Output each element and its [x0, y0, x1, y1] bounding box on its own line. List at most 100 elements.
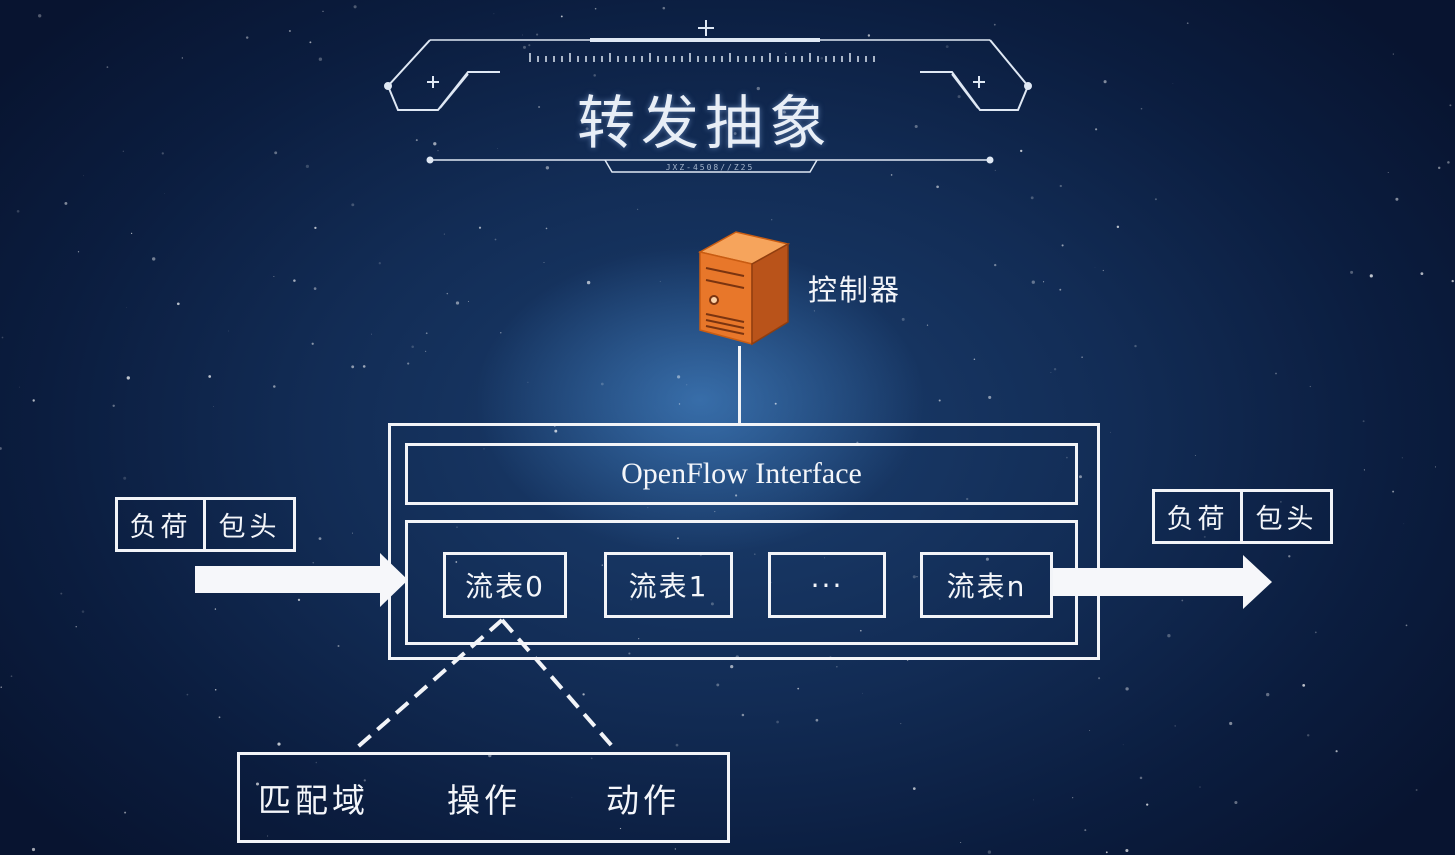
star: [1089, 730, 1091, 731]
star: [273, 275, 275, 277]
star: [1314, 631, 1317, 634]
star: [1031, 280, 1035, 284]
star: [862, 692, 863, 694]
star: [594, 7, 597, 10]
star: [926, 324, 929, 326]
star: [698, 467, 701, 470]
star: [771, 219, 773, 221]
star: [214, 608, 217, 610]
controller-label: 控制器: [808, 273, 902, 307]
star: [267, 835, 269, 837]
star: [600, 382, 604, 386]
star: [1020, 149, 1023, 153]
star: [545, 166, 550, 170]
star: [305, 164, 309, 168]
star: [415, 139, 418, 142]
star: [461, 791, 465, 795]
star: [647, 507, 649, 509]
star: [455, 301, 460, 305]
star: [312, 562, 314, 564]
star: [630, 599, 632, 601]
star: [425, 332, 428, 335]
slide-title: 转发抽象: [576, 89, 833, 157]
star: [407, 362, 410, 365]
star: [1437, 166, 1441, 170]
star: [77, 251, 80, 253]
star: [1043, 281, 1045, 283]
star: [81, 610, 85, 613]
packet-out-payload: 负荷: [1155, 492, 1243, 541]
star: [64, 201, 68, 205]
star: [987, 850, 992, 854]
star: [716, 683, 720, 687]
star: [536, 569, 538, 571]
title-frame-decoration: [384, 20, 1032, 173]
star: [311, 342, 314, 345]
star: [545, 227, 548, 230]
star: [782, 110, 786, 114]
star: [718, 122, 722, 126]
star: [213, 406, 214, 407]
star: [424, 350, 427, 353]
star: [859, 629, 862, 632]
star: [1140, 107, 1143, 110]
flow-table-n: 流表n: [920, 552, 1053, 618]
match-field-label: 匹配域: [258, 781, 369, 820]
star: [638, 638, 640, 640]
flow-table-1: 流表1: [604, 552, 733, 618]
star: [523, 45, 526, 49]
star: [1449, 104, 1452, 107]
openflow-interface: OpenFlow Interface: [405, 443, 1078, 505]
star: [1098, 677, 1101, 680]
star: [1059, 184, 1062, 188]
star: [351, 532, 353, 534]
star: [677, 537, 679, 540]
star: [83, 175, 84, 177]
star: [774, 402, 777, 405]
star: [998, 597, 1001, 600]
star: [1405, 624, 1408, 627]
star: [662, 6, 666, 10]
star: [363, 779, 366, 782]
star: [437, 149, 439, 152]
star: [797, 687, 800, 690]
star: [181, 57, 183, 59]
star: [1401, 457, 1403, 459]
star: [1420, 272, 1424, 276]
star: [10, 675, 13, 678]
star: [1154, 198, 1157, 201]
action-label: 动作: [606, 781, 680, 820]
star: [1387, 171, 1389, 173]
star: [527, 381, 529, 383]
star: [735, 494, 738, 497]
star: [521, 34, 523, 36]
packet-in: 负荷 包头: [115, 497, 296, 552]
star: [993, 23, 996, 26]
star: [813, 310, 815, 312]
star: [900, 723, 902, 725]
star: [31, 847, 36, 852]
star: [322, 10, 324, 12]
star: [554, 429, 558, 433]
star: [914, 124, 918, 129]
star: [123, 476, 127, 480]
star: [677, 375, 681, 379]
title-deco-code: JXZ-4508//Z25: [665, 163, 755, 172]
star: [675, 743, 679, 747]
star: [674, 848, 676, 850]
star: [771, 581, 773, 583]
star: [890, 174, 893, 176]
packet-out: 负荷 包头: [1152, 489, 1333, 544]
star: [686, 384, 688, 386]
star: [1350, 270, 1354, 274]
star: [318, 57, 323, 61]
star: [649, 799, 651, 801]
star: [1395, 197, 1399, 201]
star: [1309, 385, 1311, 388]
star: [1234, 800, 1238, 805]
star: [1139, 776, 1143, 780]
star: [433, 142, 437, 146]
star: [528, 44, 531, 47]
star: [543, 262, 545, 263]
star: [1181, 599, 1184, 602]
